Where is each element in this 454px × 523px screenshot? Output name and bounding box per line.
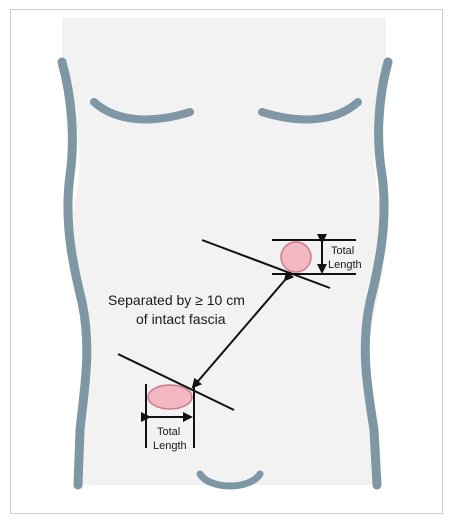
lower-measure-label-line1: Total bbox=[157, 426, 180, 438]
lower-measure-label-line2: Length bbox=[153, 440, 187, 452]
upper-measure-label-line2: Length bbox=[328, 259, 362, 271]
upper-measure-label-line1: Total bbox=[331, 245, 354, 257]
upper-defect bbox=[281, 242, 311, 272]
separation-label-line2: of intact fascia bbox=[136, 311, 226, 327]
lower-defect bbox=[148, 385, 192, 409]
separation-label-line1: Separated by ≥ 10 cm bbox=[108, 292, 245, 308]
